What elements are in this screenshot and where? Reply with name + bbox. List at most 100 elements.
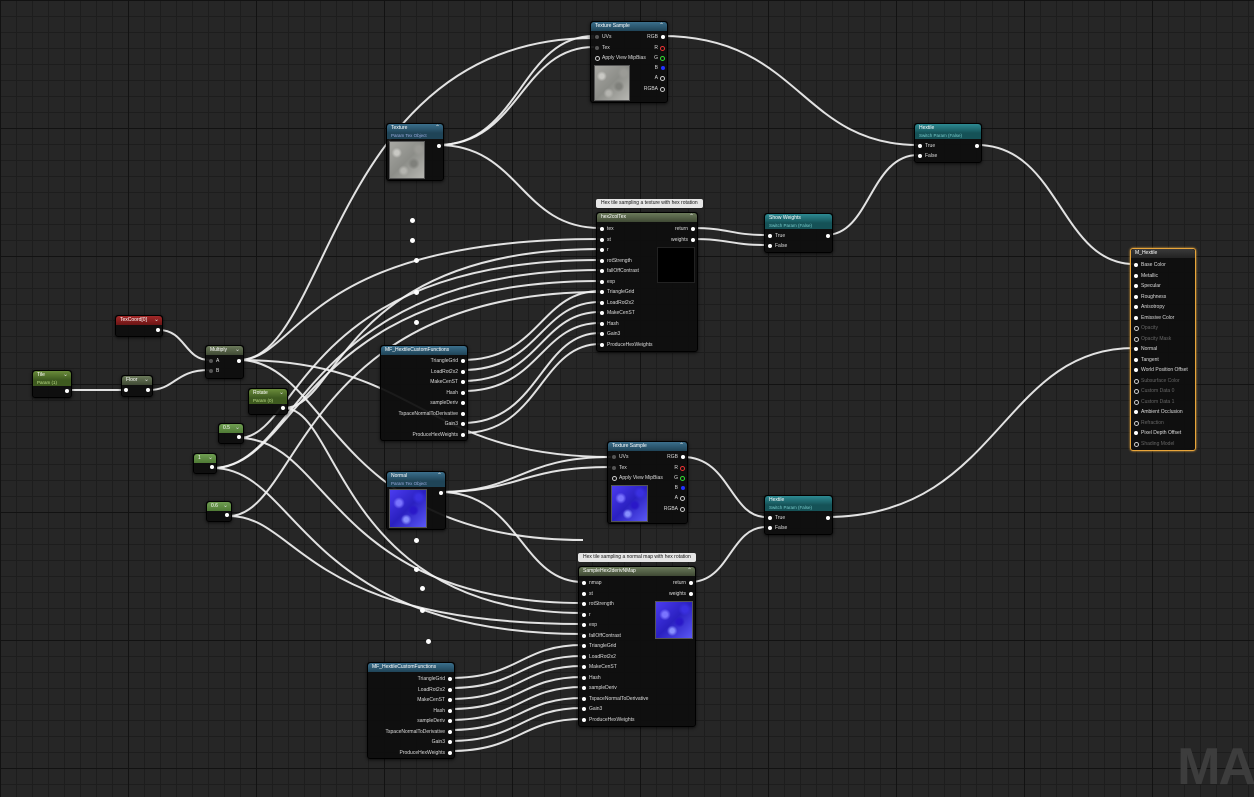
pin-b[interactable]: B — [675, 485, 685, 491]
texcoord-node[interactable]: TexCoord[0]⌄ — [115, 315, 163, 337]
pin-opacity-mask[interactable]: Opacity Mask — [1134, 336, 1171, 342]
collapse-icon[interactable]: ⌃ — [436, 473, 442, 479]
reroute-knot[interactable] — [420, 586, 425, 591]
pin-nmap[interactable]: nmap — [582, 580, 602, 586]
node-header[interactable]: Hextile — [765, 496, 832, 505]
pin-falloffcontrast[interactable]: fallOffContrast — [582, 633, 621, 639]
collapse-icon[interactable]: ⌃ — [658, 23, 664, 29]
node-header[interactable]: Normal⌃ — [387, 472, 445, 481]
reroute-knot[interactable] — [410, 218, 415, 223]
pin-anisotropy[interactable]: Anisotropy — [1134, 304, 1165, 310]
pin-hash[interactable]: Hash — [600, 321, 619, 327]
constant-node-0-5[interactable]: 0.5⌄ — [218, 423, 244, 444]
node-header[interactable]: Show Weights — [765, 214, 832, 223]
pin-trianglegrid[interactable]: TriangleGrid — [418, 676, 452, 682]
pin-specular[interactable]: Specular — [1134, 283, 1161, 289]
pin-emissive-color[interactable]: Emissive Color — [1134, 315, 1174, 321]
pin-rgb[interactable]: RGB — [647, 34, 665, 40]
node-header[interactable]: 1⌄ — [194, 454, 216, 463]
pin-rgba[interactable]: RGBA — [644, 86, 665, 92]
reroute-knot[interactable] — [426, 639, 431, 644]
node-header[interactable]: Texture Sample⌃ — [608, 442, 687, 451]
pin-loadrot2x2[interactable]: LoadRot2x2 — [600, 300, 634, 306]
pin-makecenst[interactable]: MakeCenST — [600, 310, 635, 316]
pin-uvs[interactable]: UVs — [612, 454, 628, 460]
pin-loadrot2x2[interactable]: LoadRot2x2 — [431, 369, 465, 375]
pin-a[interactable]: A — [209, 358, 219, 364]
comment-bubble[interactable]: Hex tile sampling a texture with hex rot… — [596, 199, 703, 208]
pin-apply-mip[interactable]: Apply View MipBias — [612, 475, 663, 481]
node-header[interactable]: MF_HextileCustomFunctions — [368, 663, 454, 672]
pin-producehexweights[interactable]: ProduceHexWeights — [582, 717, 635, 723]
pin-metallic[interactable]: Metallic — [1134, 273, 1158, 279]
pin-return[interactable]: return — [675, 226, 695, 232]
collapse-icon[interactable]: ⌃ — [678, 443, 684, 449]
pin-true[interactable]: True — [918, 143, 935, 149]
multiply-node[interactable]: Multiply⌄ A B — [205, 345, 244, 379]
collapse-icon[interactable]: ⌄ — [207, 455, 213, 461]
pin-gain3[interactable]: Gain3 — [582, 706, 602, 712]
pin-gain3[interactable]: Gain3 — [600, 331, 620, 337]
pin-opacity[interactable]: Opacity — [1134, 325, 1158, 331]
pin-tspacenormaltoderivative[interactable]: TspaceNormalToDerivative — [399, 411, 465, 417]
pin-return[interactable]: return — [673, 580, 693, 586]
pin-producehexweights[interactable]: ProduceHexWeights — [413, 432, 465, 438]
texture-sample-node[interactable]: Texture Sample⌃ UVs Tex Apply View MipBi… — [590, 21, 668, 103]
pin-trianglegrid[interactable]: TriangleGrid — [431, 358, 465, 364]
pin-gain3[interactable]: Gain3 — [432, 739, 452, 745]
constant-node-1[interactable]: 1⌄ — [193, 453, 217, 474]
pin-custom-data-0[interactable]: Custom Data 0 — [1134, 388, 1174, 394]
collapse-icon[interactable]: ⌄ — [278, 390, 284, 396]
collapse-icon[interactable]: ⌄ — [222, 503, 228, 509]
node-header[interactable]: Floor⌄ — [122, 376, 152, 385]
node-header[interactable]: SampleHex2derivNMap⌃ — [579, 567, 695, 576]
pin-trianglegrid[interactable]: TriangleGrid — [600, 289, 634, 295]
collapse-icon[interactable]: ⌄ — [153, 317, 159, 323]
pin-a[interactable]: A — [655, 75, 665, 81]
node-header[interactable]: Texture Sample⌃ — [591, 22, 667, 31]
collapse-icon[interactable]: ⌄ — [234, 425, 240, 431]
pin-true[interactable]: True — [768, 515, 785, 521]
pin-falloffcontrast[interactable]: fallOffContrast — [600, 268, 639, 274]
pin-makecenst[interactable]: MakeCenST — [417, 697, 452, 703]
pin-weights[interactable]: weights — [671, 237, 695, 243]
reroute-knot[interactable] — [414, 290, 419, 295]
pin-exp[interactable]: exp — [600, 279, 615, 285]
collapse-icon[interactable]: ⌄ — [234, 347, 240, 353]
pin-tex[interactable]: tex — [600, 226, 614, 232]
pin-rotstrength[interactable]: rotStrength — [600, 258, 632, 264]
pin-normal[interactable]: Normal — [1134, 346, 1157, 352]
hextile-switch-node-bottom[interactable]: Hextile Switch Param (False) True False — [764, 495, 833, 535]
pin-st[interactable]: st — [582, 591, 593, 597]
pin-apply-mip[interactable]: Apply View MipBias — [595, 55, 646, 61]
pin-subsurface-color[interactable]: Subsurface Color — [1134, 378, 1180, 384]
pin-r[interactable]: r — [582, 612, 591, 618]
pin-a[interactable]: A — [675, 495, 685, 501]
hextile-switch-node-top[interactable]: Hextile Switch Param (False) True False — [914, 123, 982, 163]
pin-false[interactable]: False — [918, 153, 937, 159]
node-header[interactable]: M_Hextile — [1131, 249, 1195, 258]
pin-loadrot2x2[interactable]: LoadRot2x2 — [418, 687, 452, 693]
reroute-knot[interactable] — [410, 238, 415, 243]
reroute-knot[interactable] — [414, 258, 419, 263]
pin-r[interactable]: R — [674, 465, 685, 471]
pin-makecenst[interactable]: MakeCenST — [430, 379, 465, 385]
reroute-knot[interactable] — [414, 567, 419, 572]
reroute-knot[interactable] — [414, 538, 419, 543]
texture-param-node[interactable]: Texture⌃ Param Tex Object — [386, 123, 444, 181]
rotate-param-node[interactable]: Rotate⌄ Param (0) — [248, 388, 288, 415]
pin-false[interactable]: False — [768, 525, 787, 531]
node-header[interactable]: 0.6⌄ — [207, 502, 231, 511]
pin-rgb[interactable]: RGB — [667, 454, 685, 460]
pin-refraction[interactable]: Refraction — [1134, 420, 1164, 426]
pin-b[interactable]: B — [655, 65, 665, 71]
pin-ambient-occlusion[interactable]: Ambient Occlusion — [1134, 409, 1183, 415]
pin-hash[interactable]: Hash — [446, 390, 465, 396]
pin-base-color[interactable]: Base Color — [1134, 262, 1166, 268]
pin-samplederiv[interactable]: sampleDeriv — [582, 685, 617, 691]
pin-world-position-offset[interactable]: World Position Offset — [1134, 367, 1188, 373]
node-header[interactable]: Hextile — [915, 124, 981, 133]
